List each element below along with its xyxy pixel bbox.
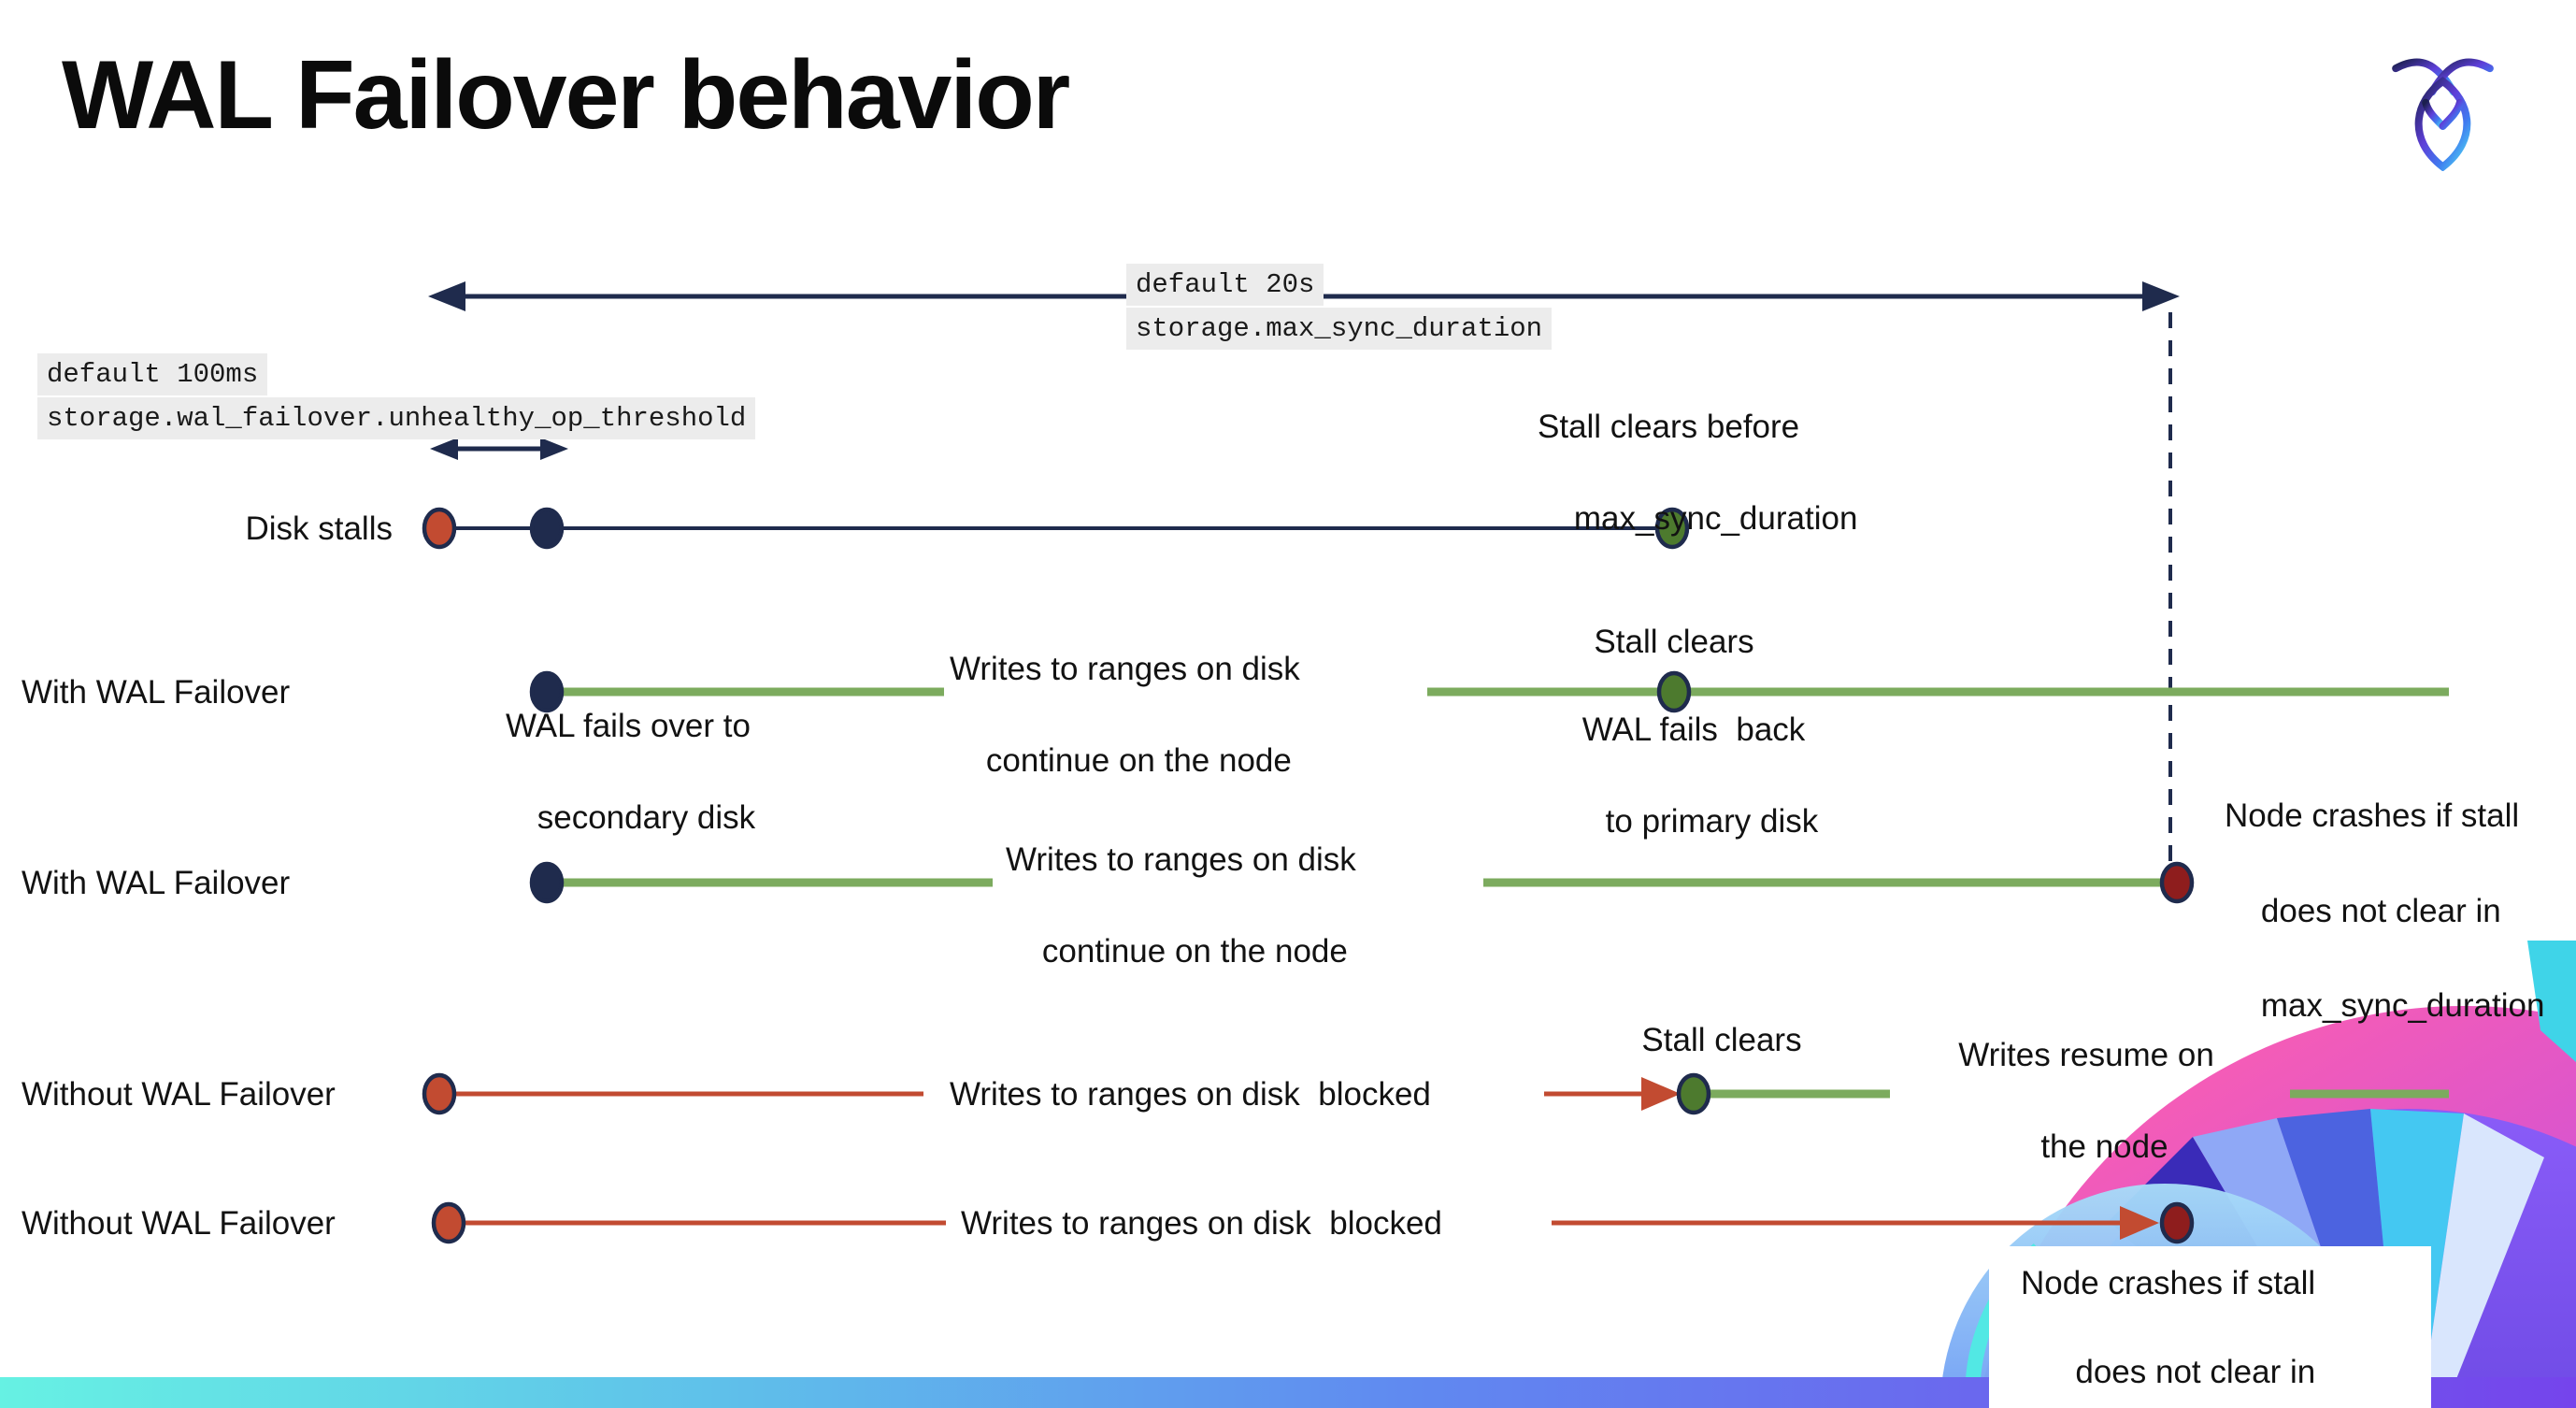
row-label-with-failover-1: With WAL Failover	[21, 674, 291, 711]
unhealthy-op-threshold-label: default 100ms storage.wal_failover.unhea…	[37, 353, 756, 439]
stall-clears-annotation-2: Stall clears	[1641, 1022, 1802, 1058]
stall-clears-dot	[1656, 670, 1692, 713]
unhealthy-op-default-label: default 100ms	[37, 353, 268, 395]
crash-caption: Node crashes if stall does not clear in …	[2021, 1265, 2316, 1391]
max-sync-default-label: default 20s	[1126, 264, 1324, 306]
cockroachdb-logo	[2392, 58, 2494, 171]
timeline-with-failover-crashes	[529, 861, 2195, 904]
disk-stall-start-dot	[422, 1072, 457, 1115]
writes-resume-annotation: Writes resume on the node	[1958, 1037, 2214, 1165]
stall-clears-before-annotation: Stall clears before max_sync_duration	[1538, 409, 1858, 537]
disk-stall-start-dot	[422, 507, 457, 550]
timeline-without-failover-crashes	[431, 1201, 2195, 1244]
failover-annotation: WAL fails over to secondary disk	[506, 708, 756, 836]
failback-annotation: WAL fails back to primary disk	[1581, 711, 1819, 840]
writes-blocked-annotation-1: Writes to ranges on disk blocked	[950, 1076, 1431, 1113]
stall-clears-annotation-1: Stall clears	[1594, 624, 1754, 660]
row-label-without-failover-1: Without WAL Failover	[21, 1076, 336, 1113]
node-crash-dot	[2159, 1201, 2195, 1244]
max-sync-setting-label: storage.max_sync_duration	[1126, 308, 1553, 350]
failover-trigger-dot	[529, 861, 565, 904]
timeline-without-failover-recovers	[422, 1072, 2449, 1115]
writes-blocked-annotation-2: Writes to ranges on disk blocked	[961, 1205, 1442, 1242]
disk-stall-start-dot	[431, 1201, 466, 1244]
row-label-with-failover-2: With WAL Failover	[21, 865, 291, 901]
threshold-reached-dot	[529, 507, 565, 550]
unhealthy-op-threshold-arrow	[430, 438, 568, 460]
unhealthy-op-setting-label: storage.wal_failover.unhealthy_op_thresh…	[37, 397, 756, 439]
page-title: WAL Failover behavior	[62, 41, 1070, 150]
row-label-disk-stalls: Disk stalls	[245, 510, 393, 547]
node-crash-annotation-1: Node crashes if stall does not clear in …	[2225, 797, 2545, 1024]
crash-caption-box: Node crashes if stall does not clear in …	[1989, 1246, 2431, 1408]
timeline-disk-stalls	[422, 507, 1690, 550]
max-sync-duration-label: default 20s storage.max_sync_duration	[1126, 264, 1553, 350]
timeline-with-failover-recovers	[529, 670, 2449, 713]
writes-continue-annotation-1: Writes to ranges on disk continue on the…	[950, 651, 1300, 779]
failover-trigger-dot	[529, 670, 565, 713]
row-label-without-failover-2: Without WAL Failover	[21, 1205, 336, 1242]
stall-clears-dot	[1676, 1072, 1711, 1115]
stall-clears-dot	[1654, 507, 1690, 550]
writes-continue-annotation-2: Writes to ranges on disk continue on the…	[1006, 841, 1356, 970]
node-crash-dot	[2159, 861, 2195, 904]
